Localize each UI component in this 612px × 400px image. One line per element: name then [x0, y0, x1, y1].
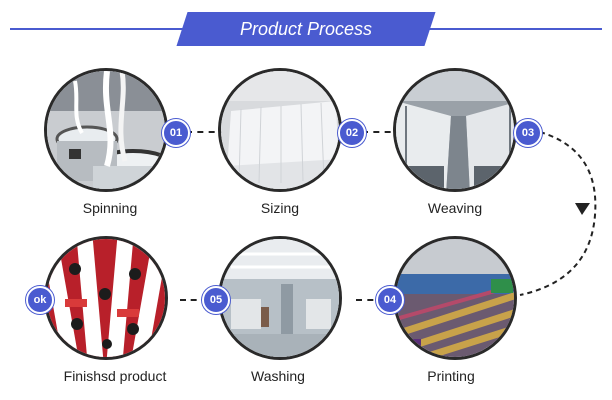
- step-label-ok: Finishsd product: [63, 368, 167, 384]
- header-line-right: [422, 28, 602, 30]
- header-line-left: [10, 28, 190, 30]
- step-label-4: Printing: [427, 368, 475, 384]
- connector-1-2: [186, 131, 226, 133]
- washing-photo: [218, 236, 342, 360]
- connector-5-ok: [180, 299, 218, 301]
- step-badge-1: 01: [162, 119, 190, 147]
- page-title: Product Process: [239, 19, 373, 39]
- step-badge-4: 04: [376, 286, 404, 314]
- step-label-3: Weaving: [427, 200, 483, 216]
- step-badge-ok: ok: [26, 286, 54, 314]
- step-label-5: Washing: [251, 368, 305, 384]
- spinning-photo: [44, 68, 168, 192]
- weaving-photo: [393, 68, 517, 192]
- printing-photo: [393, 236, 517, 360]
- finished-product-photo: [44, 236, 168, 360]
- step-label-2: Sizing: [260, 200, 300, 216]
- step-badge-2: 02: [338, 119, 366, 147]
- step-badge-5: 05: [202, 286, 230, 314]
- sizing-photo: [218, 68, 342, 192]
- step-label-1: Spinning: [82, 200, 138, 216]
- connector-2-3: [362, 131, 402, 133]
- step-badge-3: 03: [514, 119, 542, 147]
- arrow-down-icon: [575, 203, 590, 215]
